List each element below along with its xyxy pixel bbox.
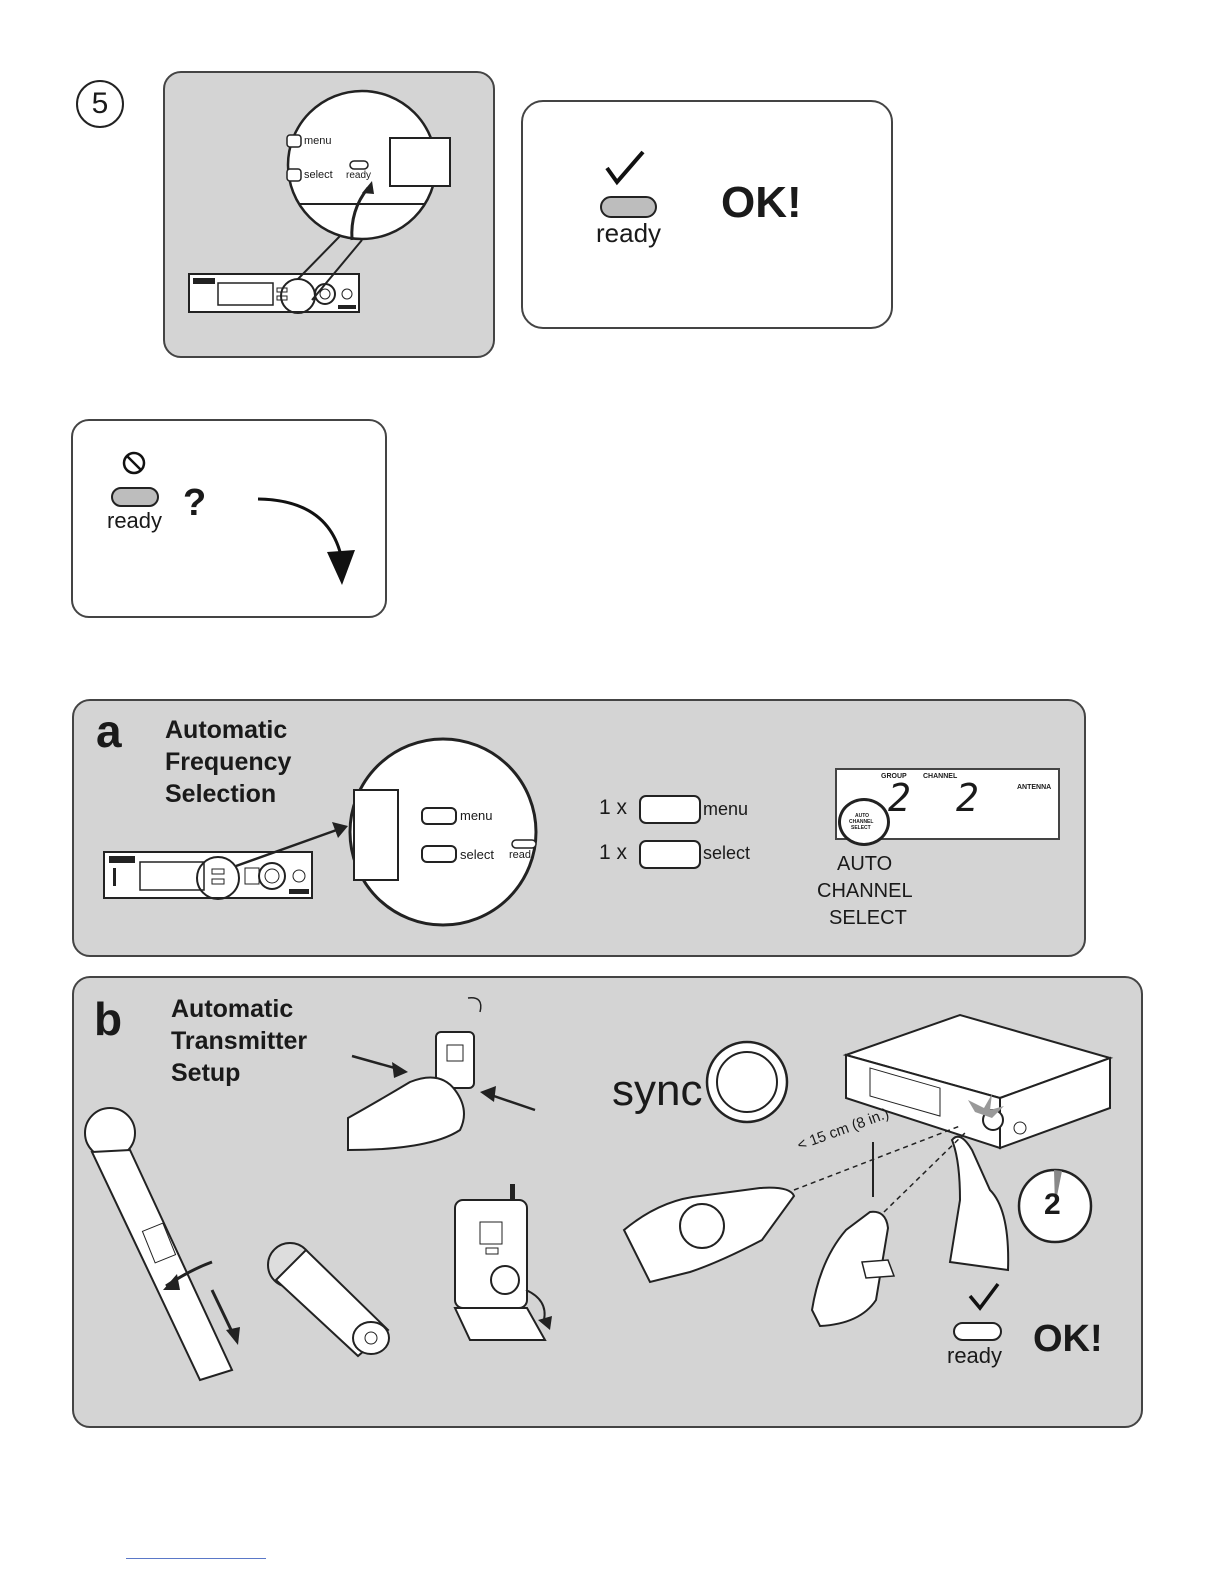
bodypack-squeeze-illustration <box>348 998 535 1150</box>
ready-indicator <box>953 1322 1002 1341</box>
handheld-mic-illustration <box>85 1108 240 1380</box>
ready-label: ready <box>947 1343 1002 1369</box>
check-mark-icon <box>970 1284 998 1308</box>
timer-value: 2 <box>1044 1188 1061 1222</box>
sync-label: sync <box>612 1066 702 1116</box>
footer-divider <box>126 1558 266 1559</box>
mic-battery-illustration <box>268 1243 389 1356</box>
ok-text: OK! <box>1033 1318 1103 1361</box>
receiver-sync-illustration <box>846 1015 1110 1148</box>
bodypack-battery-illustration <box>455 1184 552 1340</box>
